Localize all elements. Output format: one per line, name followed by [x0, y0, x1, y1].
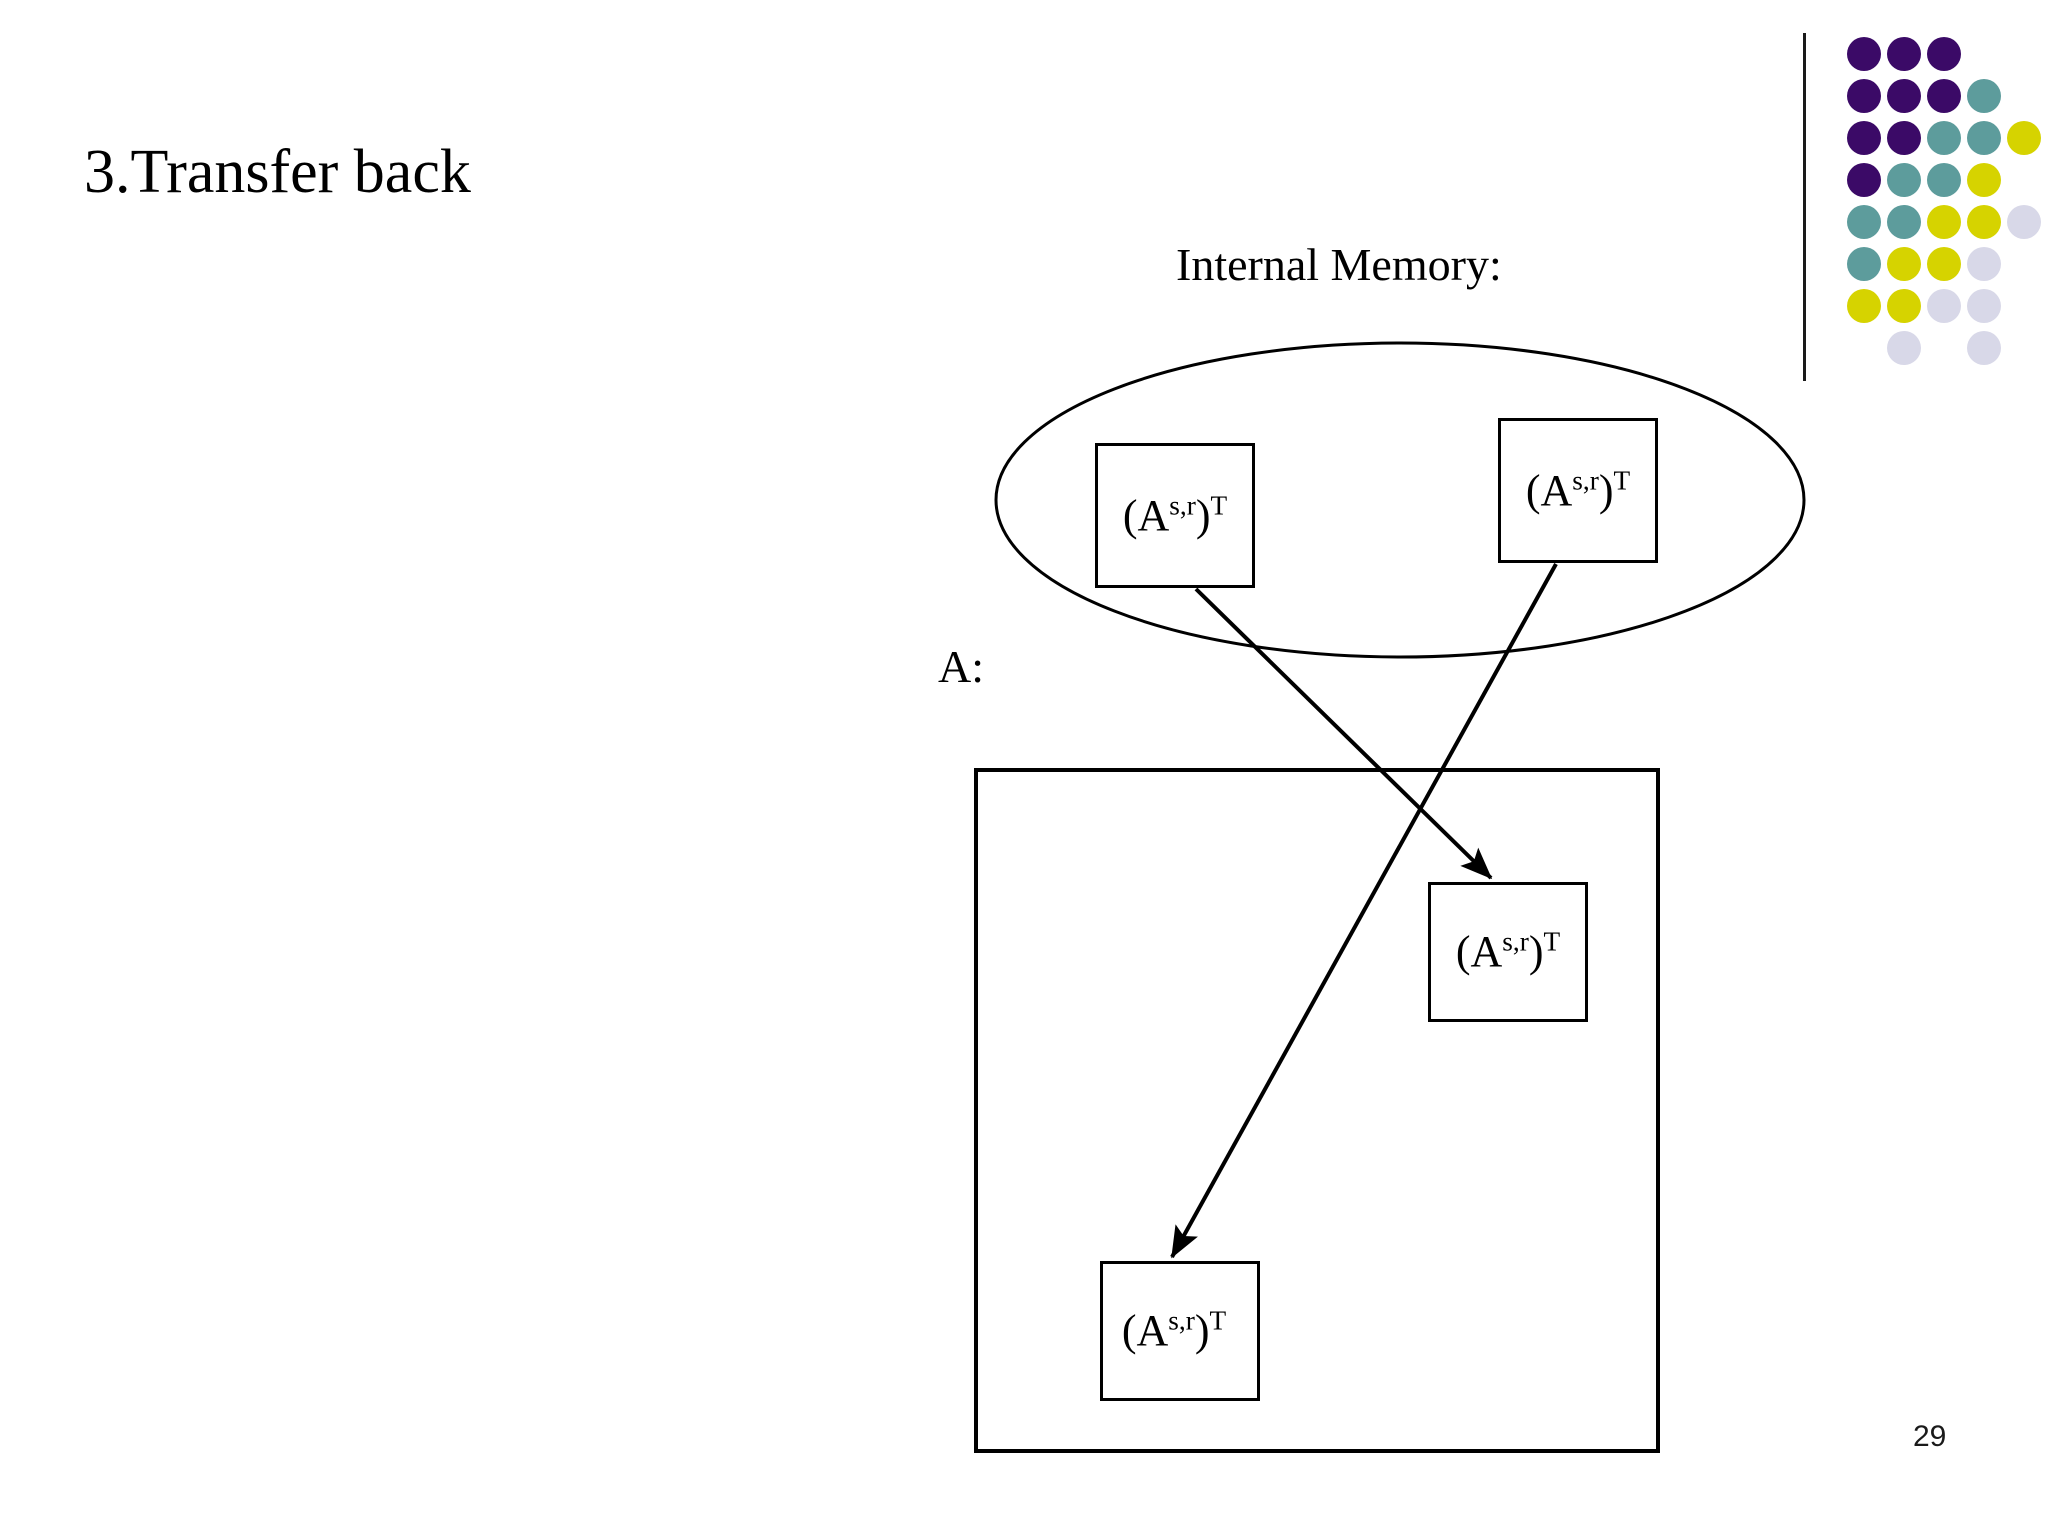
logo-dot-lavender [1967, 289, 2001, 323]
logo-dot-teal [1967, 79, 2001, 113]
logo-dot-lavender [1967, 247, 2001, 281]
logo-dot-teal [1887, 205, 1921, 239]
matrix-base: (A [1121, 1306, 1169, 1355]
logo-dot-teal [1847, 205, 1881, 239]
logo-dot-lavender [1887, 331, 1921, 365]
arrow-im-left-to-a-right [1194, 587, 1493, 880]
matrix-base: (A [1455, 927, 1503, 976]
logo-dot-teal [1967, 121, 2001, 155]
logo-dot-purple [1847, 121, 1881, 155]
matrix-indices: s,r [1572, 464, 1599, 495]
logo-dot-purple [1847, 37, 1881, 71]
logo-dot-lavender [2007, 205, 2041, 239]
logo-dot-teal [1927, 163, 1961, 197]
logo-dot-yellow [2007, 121, 2041, 155]
logo-dot-yellow [1967, 205, 2001, 239]
logo-dot-teal [1927, 121, 1961, 155]
matrix-close-paren: ) [1194, 1306, 1210, 1355]
matrix-block-label: (As,r)T [1121, 1306, 1226, 1355]
logo-dot-grid [1795, 25, 2045, 385]
logo-dot-lavender [1967, 331, 2001, 365]
logo-dot-yellow [1927, 205, 1961, 239]
logo-dot-lavender [1927, 289, 1961, 323]
matrix-transpose: T [1543, 926, 1561, 957]
matrix-block-label: (As,r)T [1122, 490, 1227, 540]
logo-vertical-rule [1803, 33, 1806, 381]
page-number: 29 [1913, 1420, 1947, 1453]
matrix-indices: s,r [1169, 489, 1196, 520]
matrix-indices: s,r [1502, 926, 1529, 957]
logo-dot-yellow [1887, 247, 1921, 281]
matrix-base: (A [1525, 465, 1573, 515]
logo-dot-purple [1847, 79, 1881, 113]
matrix-close-paren: ) [1528, 927, 1544, 976]
matrix-close-paren: ) [1598, 465, 1614, 515]
logo-dot-teal [1847, 247, 1881, 281]
logo-dot-yellow [1847, 289, 1881, 323]
logo-dot-yellow [1967, 163, 2001, 197]
matrix-block-label: (As,r)T [1455, 927, 1560, 976]
matrix-block-array-a-left[interactable]: (As,r)T [1100, 1261, 1260, 1401]
matrix-transpose: T [1210, 489, 1228, 520]
array-a-rectangle [974, 768, 1660, 1453]
matrix-block-internal-memory-left[interactable]: (As,r)T [1095, 443, 1255, 588]
matrix-block-internal-memory-right[interactable]: (As,r)T [1498, 418, 1658, 563]
logo-dot-purple [1887, 79, 1921, 113]
matrix-indices: s,r [1168, 1305, 1195, 1336]
logo-dot-purple [1887, 37, 1921, 71]
logo-dot-purple [1927, 37, 1961, 71]
logo-dot-yellow [1927, 247, 1961, 281]
logo-dot-purple [1887, 121, 1921, 155]
logo-dot-teal [1887, 163, 1921, 197]
matrix-block-label: (As,r)T [1525, 465, 1630, 515]
matrix-block-array-a-right[interactable]: (As,r)T [1428, 882, 1588, 1022]
logo-dot-yellow [1887, 289, 1921, 323]
logo [1795, 25, 2045, 385]
internal-memory-label: Internal Memory: [1176, 239, 1502, 290]
matrix-base: (A [1122, 490, 1170, 540]
matrix-transpose: T [1209, 1305, 1227, 1336]
matrix-close-paren: ) [1195, 490, 1211, 540]
logo-dot-purple [1847, 163, 1881, 197]
matrix-transpose: T [1613, 464, 1631, 495]
page-title: 3.Transfer back [84, 138, 471, 206]
array-a-label: A: [938, 641, 984, 692]
logo-dot-purple [1927, 79, 1961, 113]
